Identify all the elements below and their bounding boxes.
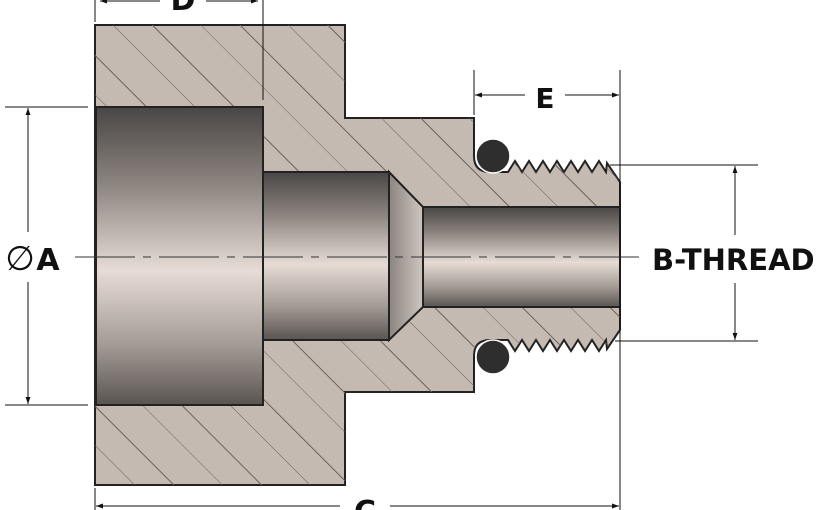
large-bore [95,106,264,406]
o-ring-bottom [475,339,511,375]
middle-bore [262,171,390,341]
dimension-e [473,70,621,510]
dimension-b-thread-label: B-THREAD [652,243,815,277]
dimension-e-label: E [535,82,554,115]
dimension-a [5,106,88,406]
o-ring-top [475,138,511,174]
dimension-d [94,0,264,100]
dimension-c-label: C [354,495,376,510]
dimension-c [94,488,619,510]
dimension-b-thread [610,164,758,342]
dimension-d-label: D [171,0,196,18]
diameter-symbol: ∅ [5,239,35,279]
dimension-a-label: A [36,243,60,278]
